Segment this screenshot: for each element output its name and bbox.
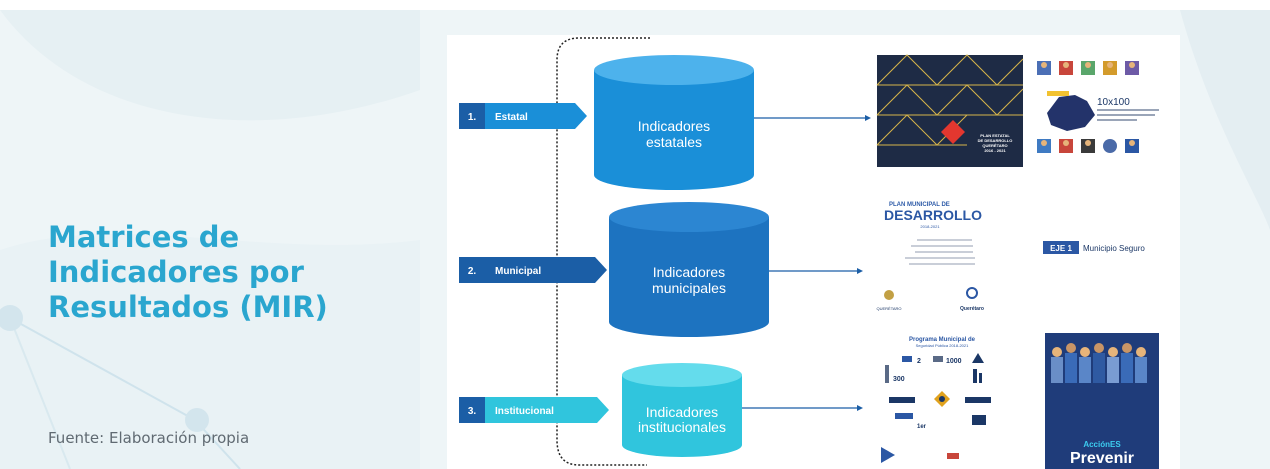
step-number-box xyxy=(459,257,485,283)
officer-icon xyxy=(885,365,889,383)
cylinder-label-line1: Indicadores xyxy=(653,264,725,280)
step-municipal: 2. Municipal xyxy=(459,257,607,283)
state-map-icon xyxy=(1047,95,1095,131)
cylinder-label-line1: Indicadores xyxy=(638,118,710,134)
cylinder-municipal: Indicadores municipales xyxy=(609,202,769,337)
crowd-icon xyxy=(1051,343,1147,383)
step-arrow xyxy=(485,103,587,129)
step-arrow xyxy=(485,397,609,423)
eje-text: Municipio Seguro xyxy=(1083,244,1145,253)
arrowhead-icon xyxy=(865,115,871,121)
step-estatal: 1. Estatal xyxy=(459,103,587,129)
logo-left-text: QUERÉTARO xyxy=(876,306,901,311)
source-caption: Fuente: Elaboración propia xyxy=(48,429,250,447)
poster-top-text: AcciónES xyxy=(1083,440,1121,449)
plan-estatal-line1: PLAN ESTATAL xyxy=(980,133,1010,138)
programa-seguridad-image: Programa Municipal de Seguridad Pública … xyxy=(877,333,1007,469)
people-icons-row-top xyxy=(1037,61,1139,75)
arrowhead-icon xyxy=(857,405,863,411)
plan-municipal-years: 2018-2021 xyxy=(920,224,940,229)
plan-municipal-main: DESARROLLO xyxy=(884,207,982,223)
diagram-panel: 1. Estatal Indicadores estatales PLAN ES… xyxy=(447,35,1180,469)
people-icons-row-bottom xyxy=(1037,139,1139,153)
program-title-line1: Programa Municipal de xyxy=(909,337,976,343)
cylinder-label-line2: estatales xyxy=(646,134,702,150)
step-number-box xyxy=(459,397,485,423)
dashed-bracket xyxy=(556,37,650,466)
plan-estatal-line4: 2016 - 2021 xyxy=(984,148,1006,153)
infographic-10x100-image: 10x100 xyxy=(1032,55,1177,167)
police-icon xyxy=(972,353,984,363)
patrol-car-icon xyxy=(902,356,912,362)
logo-right-text: Querétaro xyxy=(960,306,984,312)
plan-estatal-line3: QUERÉTARO xyxy=(982,143,1007,148)
step-label: Institucional xyxy=(495,406,554,417)
eje-label: EJE 1 xyxy=(1050,244,1072,253)
title-line-2: Indicadores por xyxy=(48,255,304,289)
step-number: 2. xyxy=(468,266,477,277)
eje-1-label: EJE 1 Municipio Seguro xyxy=(1043,241,1145,254)
badge-10x100: 10x100 xyxy=(1097,97,1130,108)
step-label: Municipal xyxy=(495,266,541,277)
title-line-1: Matrices de xyxy=(48,220,240,254)
title-line-3: Resultados (MIR) xyxy=(48,290,328,324)
stat-1er: 1er xyxy=(917,424,927,430)
municipal-seal-icon xyxy=(884,290,894,300)
program-title-line2: Seguridad Pública 2018-2021 xyxy=(916,343,969,348)
arrowhead-icon xyxy=(857,268,863,274)
plan-estatal-logo-icon xyxy=(941,120,965,144)
cylinder-label-line2: municipales xyxy=(652,280,726,296)
accion-es-prevenir-poster: AcciónES Prevenir xyxy=(1045,333,1159,469)
step-number: 1. xyxy=(468,112,477,123)
plan-municipal-image: PLAN MUNICIPAL DE DESARROLLO 2018-2021 Q… xyxy=(876,193,1007,319)
cylinder-estatal: Indicadores estatales xyxy=(594,55,754,190)
step-number: 3. xyxy=(468,406,477,417)
mir-diagram: 1. Estatal Indicadores estatales PLAN ES… xyxy=(459,37,1177,469)
cylinder-label-line2: institucionales xyxy=(638,419,726,435)
stat-300: 300 xyxy=(893,376,905,383)
family-icon xyxy=(973,369,977,383)
plan-estatal-image: PLAN ESTATAL DE DESARROLLO QUERÉTARO 201… xyxy=(876,54,1024,167)
queretaro-logo-icon xyxy=(966,287,978,299)
poster-main-text: Prevenir xyxy=(1070,450,1134,467)
stat-2: 2 xyxy=(917,358,921,365)
stat-1000: 1000 xyxy=(946,358,962,365)
step-arrow xyxy=(485,257,607,283)
step-institucional: 3. Institucional xyxy=(459,397,609,423)
step-label: Estatal xyxy=(495,112,528,123)
cylinder-label-line1: Indicadores xyxy=(646,404,718,420)
camera-icon xyxy=(933,356,943,362)
triangle-pattern xyxy=(876,54,1024,146)
page-title: Matrices de Indicadores por Resultados (… xyxy=(48,220,348,325)
step-number-box xyxy=(459,103,485,129)
plan-municipal-top: PLAN MUNICIPAL DE xyxy=(889,202,950,208)
plan-estatal-line2: DE DESARROLLO xyxy=(978,138,1013,143)
cylinder-institucional: Indicadores institucionales xyxy=(622,363,742,457)
